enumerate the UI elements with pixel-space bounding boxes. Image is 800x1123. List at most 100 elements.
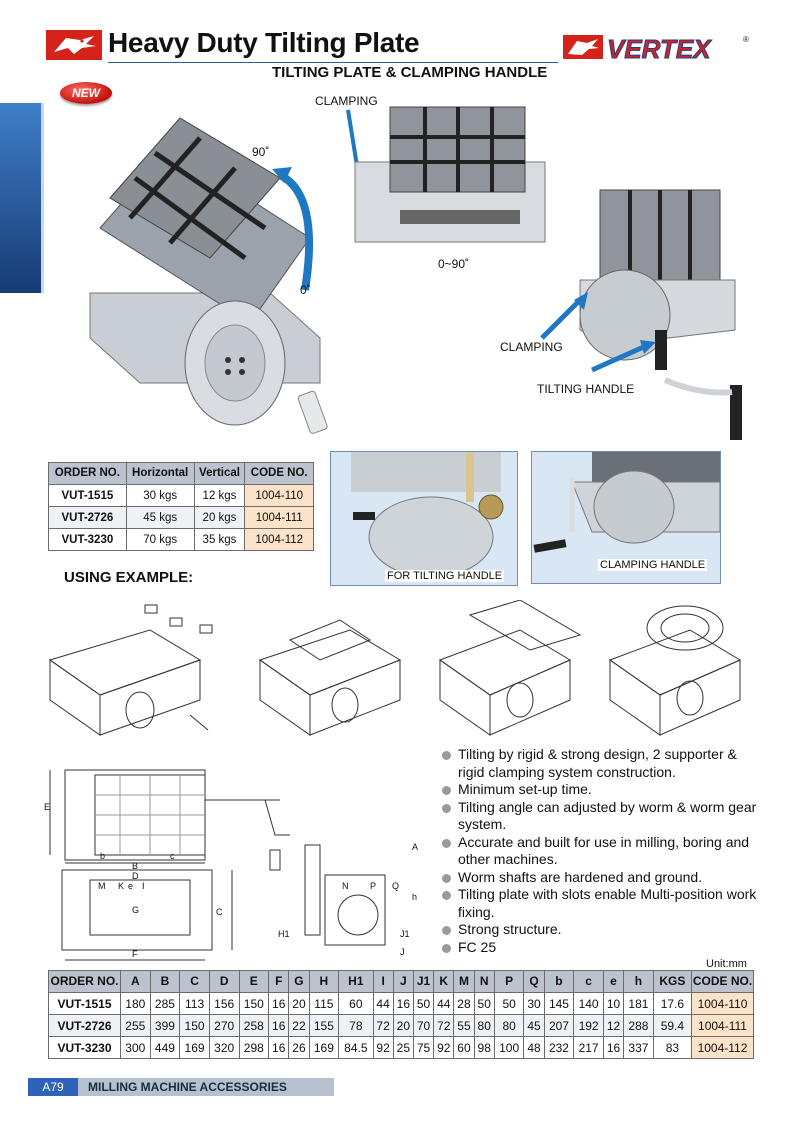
dimension-cell: 44 [433, 992, 455, 1015]
dim-header-cell: c [573, 970, 604, 993]
order-header-vertical: Vertical [193, 462, 246, 485]
tilting-handle-detail-photo: FOR TILTING HANDLE [330, 451, 518, 586]
dim-header-cell: K [433, 970, 455, 993]
clamping-right-label: CLAMPING [500, 340, 563, 354]
dimension-cell: 399 [149, 1014, 181, 1037]
dim-B: B [132, 861, 138, 871]
code-no-cell: 1004-112 [691, 1036, 754, 1059]
dimension-cell: 300 [120, 1036, 151, 1059]
dim-J: J [400, 947, 405, 957]
table-row: VUT-1515 30 kgs 12 kgs 1004-110 [48, 484, 314, 507]
dimension-cell: 78 [338, 1014, 374, 1037]
technical-drawing: E b B c D M K e I G C F N P Q A h H1 J1 … [44, 769, 418, 961]
dimension-cell: 155 [308, 1014, 340, 1037]
dimension-cell: 75 [412, 1036, 435, 1059]
dimension-cell: 16 [268, 1036, 290, 1059]
title-rule [108, 62, 558, 63]
tilting-plate-photo [89, 117, 328, 434]
dim-header-cell: E [238, 970, 270, 993]
dimension-cell: 150 [238, 992, 270, 1015]
dim-N: N [342, 881, 349, 891]
dim-header-cell: KGS [652, 970, 693, 993]
code-no-cell: 1004-111 [691, 1014, 754, 1037]
order-header-horizontal: Horizontal [125, 462, 195, 485]
clamping-arrows-icon [540, 292, 656, 373]
footer-bar [28, 1078, 334, 1096]
dim-header-cell: P [493, 970, 525, 993]
dimension-cell: 145 [543, 992, 575, 1015]
dim-M: M [98, 881, 106, 891]
dimension-cell: 320 [208, 1036, 240, 1059]
dim-header-cell: H1 [338, 970, 374, 993]
dimension-cell: 169 [179, 1036, 210, 1059]
list-item: Strong structure. [440, 921, 760, 939]
list-item: Tilting by rigid & strong design, 2 supp… [440, 746, 760, 781]
dimension-cell: 100 [493, 1036, 525, 1059]
dimension-cell: 115 [308, 992, 340, 1015]
dim-G: G [132, 905, 139, 915]
dimension-cell: 180 [120, 992, 151, 1015]
code-no-cell: 1004-110 [244, 484, 314, 507]
dimension-cell: 25 [392, 1036, 414, 1059]
clamping-top-label: CLAMPING [315, 94, 378, 108]
dimension-cell: 28 [453, 992, 475, 1015]
dimension-cell: 92 [433, 1036, 455, 1059]
dim-header-cell: h [623, 970, 654, 993]
example-3-drawing [438, 600, 582, 736]
dim-A: A [412, 842, 418, 852]
unit-label: Unit:mm [706, 958, 747, 970]
dimension-cell: 50 [493, 992, 525, 1015]
dimension-cell: 16 [392, 992, 414, 1015]
tilt-arrow-icon [272, 167, 314, 291]
dim-header-cell: e [602, 970, 625, 993]
dimension-cell: 84.5 [338, 1036, 374, 1059]
footer-section-title: MILLING MACHINE ACCESSORIES [88, 1080, 287, 1094]
vertex-brand-logo: VERTEX ® [563, 34, 749, 64]
tilting-handle-detail-illustration [351, 452, 504, 578]
order-no-cell: VUT-3230 [48, 528, 127, 551]
dim-E: E [44, 802, 50, 812]
dim-Q: Q [392, 881, 399, 891]
dimension-cell: 55 [453, 1014, 475, 1037]
dim-I: I [142, 881, 145, 891]
dimension-cell: 72 [372, 1014, 394, 1037]
angle-0-label: 0˚ [300, 283, 311, 297]
dim-D: D [132, 871, 139, 881]
dimension-cell: 270 [208, 1014, 240, 1037]
dim-header-cell: CODE NO. [691, 970, 754, 993]
svg-text:VERTEX: VERTEX [607, 34, 712, 64]
dimension-cell: 113 [179, 992, 210, 1015]
order-no-cell: VUT-1515 [48, 484, 127, 507]
dimension-cell: 16 [602, 1036, 625, 1059]
dimension-cell: 50 [473, 992, 495, 1015]
dimension-cell: 22 [288, 1014, 310, 1037]
dimension-cell: 288 [623, 1014, 654, 1037]
dim-C: C [216, 907, 223, 917]
order-header-order-no: ORDER NO. [48, 462, 127, 485]
horizontal-cell: 70 kgs [125, 528, 195, 551]
dimension-cell: 16 [268, 1014, 290, 1037]
dimension-cell: 92 [372, 1036, 394, 1059]
dim-header-cell: A [120, 970, 151, 993]
tilting-handle-photo [579, 189, 742, 440]
dimension-cell: 16 [268, 992, 290, 1015]
dim-P: P [370, 881, 376, 891]
dimension-cell: 60 [338, 992, 374, 1015]
order-no-cell: VUT-2726 [48, 1014, 121, 1037]
svg-text:®: ® [743, 35, 749, 44]
for-tilting-handle-label: FOR TILTING HANDLE [385, 570, 505, 582]
dimension-cell: 20 [392, 1014, 414, 1037]
list-item: Worm shafts are hardened and ground. [440, 869, 760, 887]
dimension-cell: 449 [149, 1036, 181, 1059]
clamping-handle-detail-photo: CLAMPING HANDLE [531, 451, 721, 584]
order-no-cell: VUT-2726 [48, 506, 127, 529]
using-example-heading: USING EXAMPLE: [64, 569, 194, 586]
horizontal-cell: 30 kgs [125, 484, 195, 507]
example-1-drawing [48, 604, 213, 736]
dimension-cell: 255 [120, 1014, 151, 1037]
range-label: 0~90˚ [438, 257, 470, 271]
dimension-cell: 192 [573, 1014, 604, 1037]
dimension-cell: 207 [543, 1014, 575, 1037]
